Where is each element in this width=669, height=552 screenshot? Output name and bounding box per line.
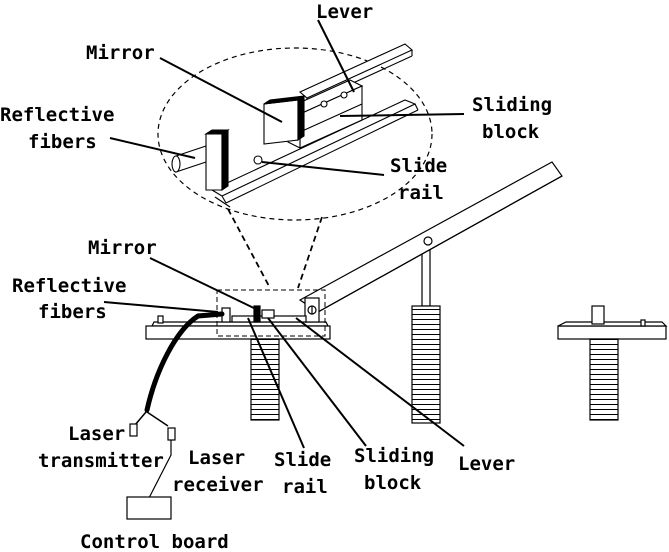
label-laser-rx-2: receiver [172,474,264,496]
laser-transmitter-box [129,423,138,437]
laser-receiver-box [167,427,176,441]
receiver-wire [148,440,172,499]
pivot-bracket [304,297,320,323]
zoom-ellipse [157,47,433,221]
zoom-projection-right [297,216,323,289]
label-reflective-main-1: Reflective [12,275,126,297]
label-sliding-main-1: Sliding [354,445,434,467]
zoom-inset [157,43,433,289]
label-lever-top: Lever [316,1,373,23]
leader-lines [103,19,465,449]
label-lever-main: Lever [458,453,515,475]
zoom-projection-left [227,208,271,289]
main-rail-block [221,305,307,323]
label-laser-rx-1: Laser [188,447,245,469]
fiber-cable [144,311,225,413]
inset-mirror [263,94,305,145]
control-board-box [126,496,172,520]
label-slide-main-1: Slide [274,449,331,471]
label-control-board: Control board [80,531,229,552]
label-slide-main-2: rail [282,476,328,498]
label-reflective-top-2: fibers [28,131,97,153]
labels: Lever Mirror Reflective fibers Sliding b… [0,1,552,552]
label-sliding-main-2: block [364,472,422,494]
right-platform [557,305,668,421]
label-mirror-top: Mirror [86,42,155,64]
label-laser-tx-1: Laser [68,423,125,445]
label-laser-tx-2: transmitter [38,450,164,472]
label-slide-top-2: rail [398,182,444,204]
label-mirror-main: Mirror [88,237,157,259]
fiber-branch-rx [146,411,169,427]
main-apparatus [126,161,668,520]
label-reflective-main-2: fibers [38,301,107,323]
label-reflective-top-1: Reflective [0,104,114,126]
label-sliding-top-2: block [482,121,540,143]
fiber-branch-tx [134,411,147,426]
label-sliding-top-1: Sliding [472,94,552,116]
weight-stack-middle [411,305,441,424]
hanging-rod [421,245,431,307]
label-slide-top-1: Slide [390,155,447,177]
inset-fiber-holder [171,128,263,192]
